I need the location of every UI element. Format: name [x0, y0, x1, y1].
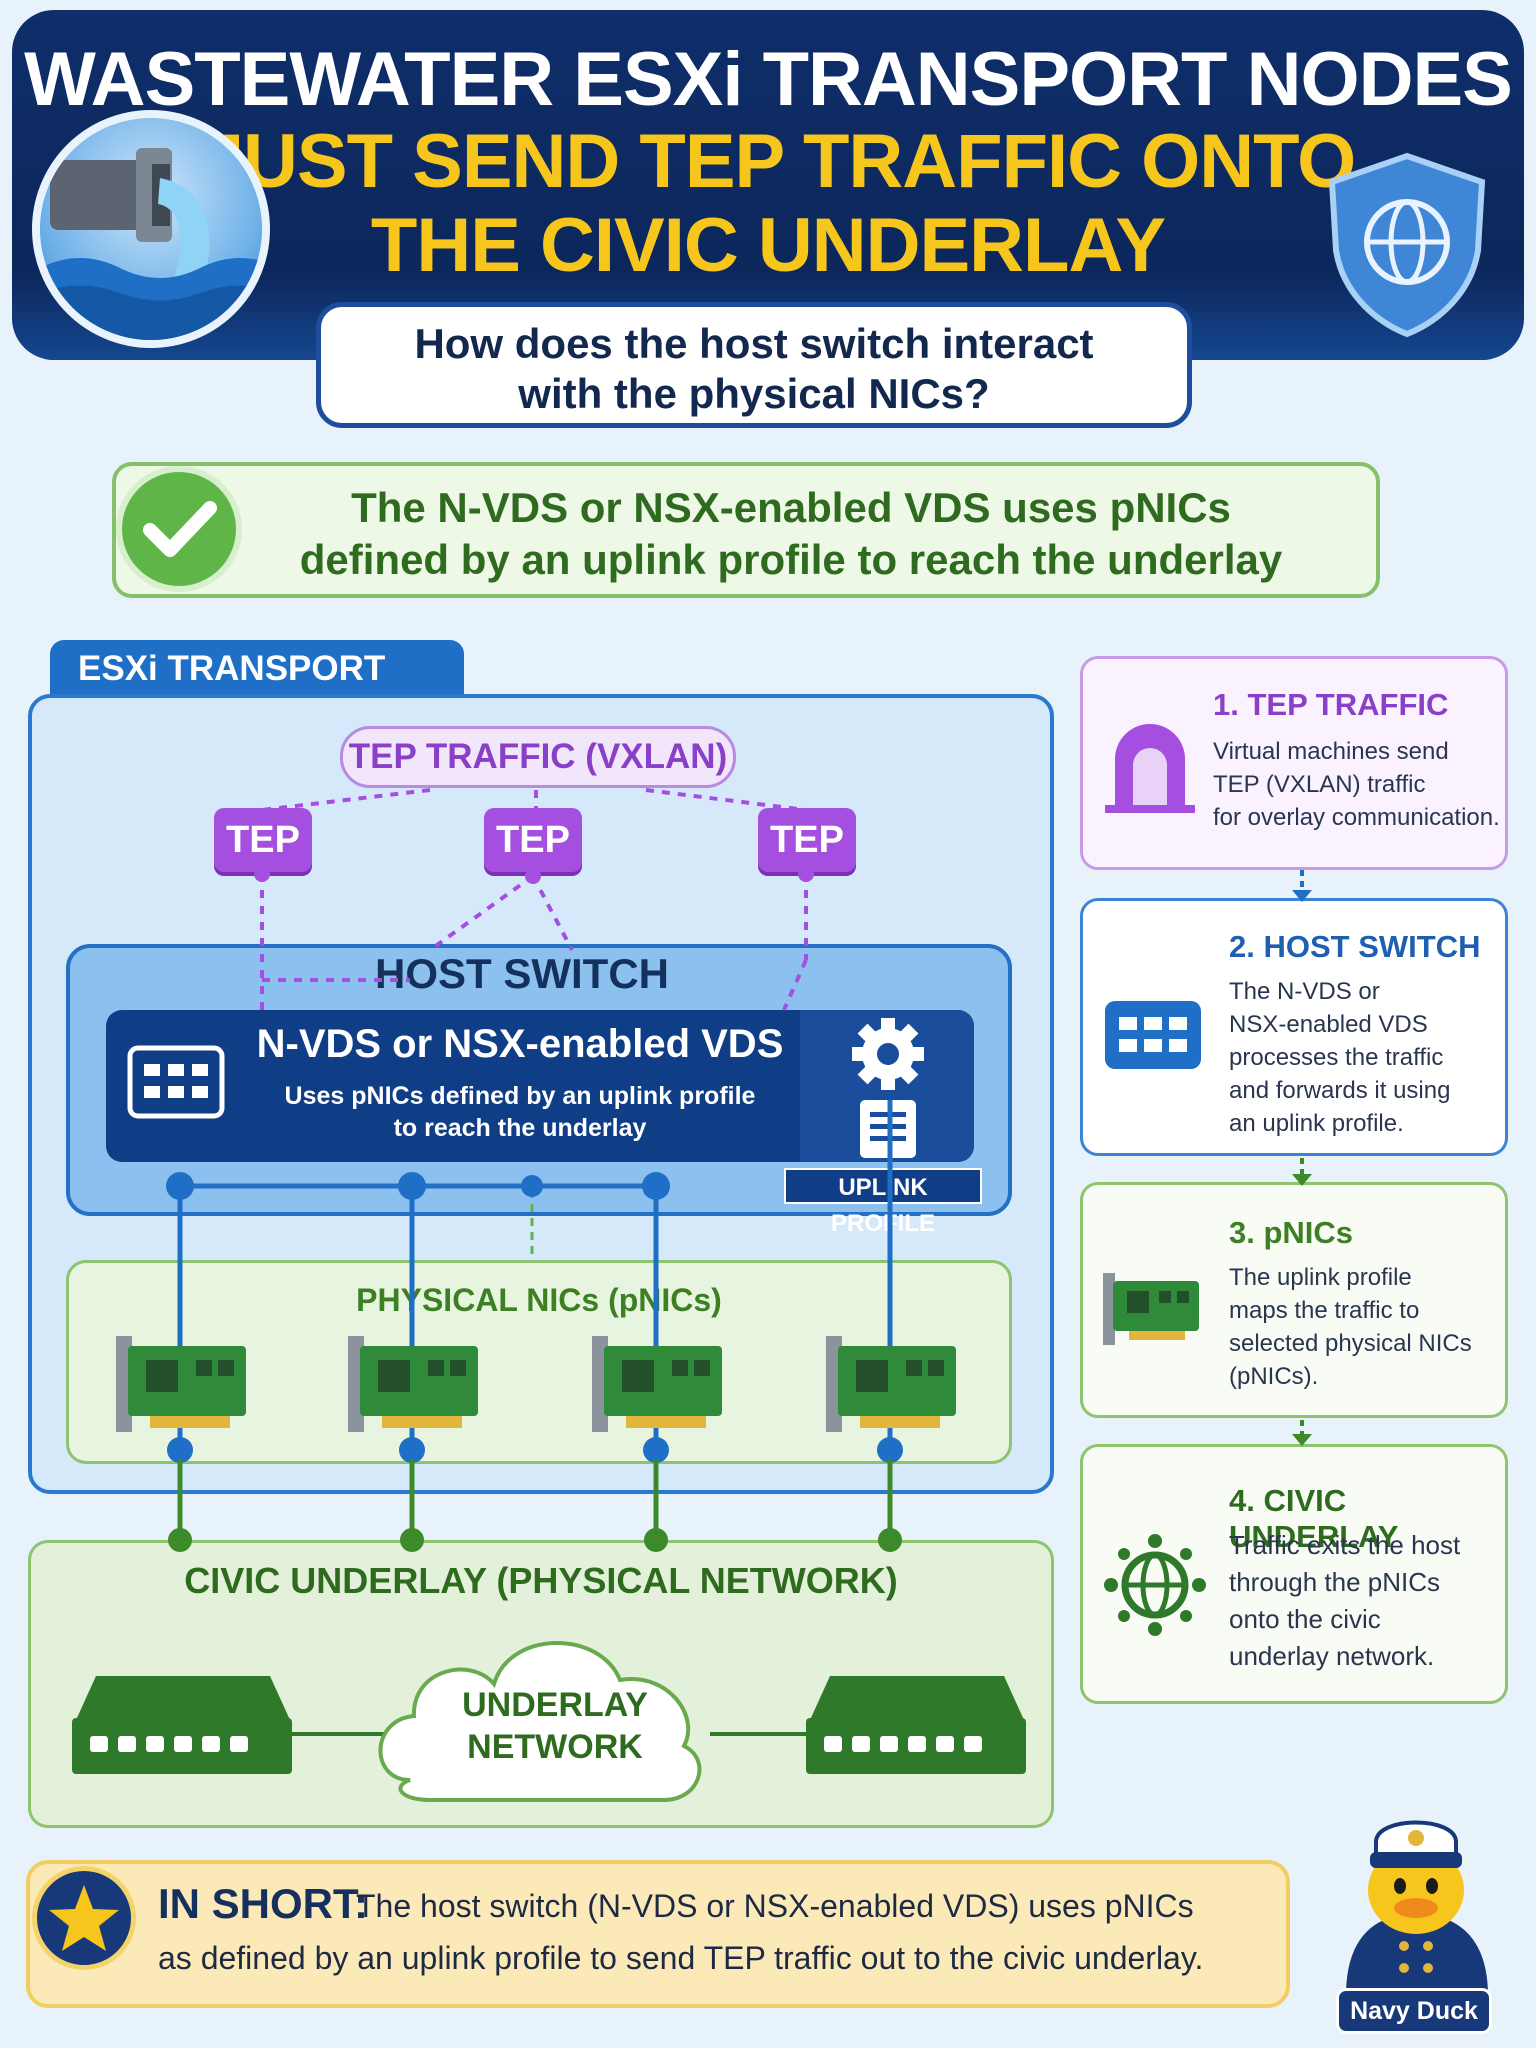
star-icon — [32, 1866, 136, 1970]
nic-card-icon — [116, 1336, 246, 1432]
step-2-title: 2. HOST SWITCH — [1229, 929, 1481, 964]
step-2-card: 2. HOST SWITCH The N-VDS or NSX-enabled … — [1080, 898, 1508, 1156]
question-line-2: with the physical NICs? — [518, 370, 990, 417]
check-icon — [116, 466, 242, 592]
step-1-line-2: TEP (VXLAN) traffic — [1213, 771, 1426, 798]
tep-2: TEP — [484, 808, 582, 872]
nvds-subtitle: Uses pNICs defined by an uplink profile … — [200, 1080, 840, 1144]
step-3-card: 3. pNICs The uplink profile maps the tra… — [1080, 1182, 1508, 1418]
step-1-text: Virtual machines send TEP (VXLAN) traffi… — [1213, 735, 1500, 834]
answer-box: The N-VDS or NSX-enabled VDS uses pNICs … — [112, 462, 1380, 598]
summary-line-1: The host switch (N-VDS or NSX-enabled VD… — [356, 1888, 1194, 1924]
summary-lead: IN SHORT: — [158, 1880, 368, 1927]
network-globe-icon — [1104, 1534, 1206, 1636]
switch-icon — [126, 1044, 226, 1120]
step-3-title: 3. pNICs — [1229, 1215, 1354, 1250]
step-3-line-3: selected physical NICs — [1229, 1330, 1472, 1357]
nvds-title: N-VDS or NSX-enabled VDS — [256, 1022, 784, 1066]
step-1-line-1: Virtual machines send — [1213, 738, 1449, 765]
tep-traffic-label: TEP TRAFFIC (VXLAN) — [340, 726, 736, 788]
physical-switch-icon — [806, 1676, 1026, 1774]
step-4-line-2: through the pNICs — [1229, 1567, 1441, 1597]
pnic-label: PHYSICAL NICs (pNICs) — [356, 1282, 722, 1318]
title-line-1: WASTEWATER ESXi TRANSPORT NODES — [24, 37, 1513, 122]
step-4-line-1: Traffic exits the host — [1229, 1530, 1461, 1560]
step-arrows — [1292, 870, 1312, 1446]
switch-icon — [1105, 1001, 1201, 1069]
step-3-line-4: (pNICs). — [1229, 1363, 1319, 1390]
answer-line-1: The N-VDS or NSX-enabled VDS uses pNICs — [351, 484, 1231, 531]
mascot-badge: Navy Duck — [1336, 1988, 1492, 2034]
step-3-line-1: The uplink profile — [1229, 1264, 1412, 1291]
tep-3: TEP — [758, 808, 856, 872]
globe-shield-icon — [1322, 150, 1492, 340]
step-3-text: The uplink profile maps the traffic to s… — [1229, 1261, 1472, 1393]
step-2-line-2: NSX-enabled VDS — [1229, 1011, 1428, 1038]
navy-duck-icon — [1346, 1820, 1488, 1996]
nvds-subtitle-line-1: Uses pNICs defined by an uplink profile — [284, 1082, 756, 1110]
step-4-card: 4. CIVIC UNDERLAY Traffic exits the host… — [1080, 1444, 1508, 1704]
summary-line-2: as defined by an uplink profile to send … — [158, 1940, 1204, 1976]
underlay-label: CIVIC UNDERLAY (PHYSICAL NETWORK) — [184, 1560, 898, 1601]
uplink-profile-label: UPLINK PROFILE — [784, 1168, 982, 1237]
cloud-label: UNDERLAY NETWORK — [440, 1684, 670, 1768]
summary-box — [26, 1860, 1290, 2008]
step-3-line-2: maps the traffic to — [1229, 1297, 1420, 1324]
pipe-water-icon — [32, 110, 270, 348]
step-2-line-3: processes the traffic — [1229, 1044, 1444, 1071]
step-1-card: 1. TEP TRAFFIC Virtual machines send TEP… — [1080, 656, 1508, 870]
cloud-icon — [378, 1641, 702, 1802]
step-4-line-4: underlay network. — [1229, 1641, 1435, 1671]
physical-switch-icon — [72, 1676, 292, 1774]
step-2-text: The N-VDS or NSX-enabled VDS processes t… — [1229, 975, 1450, 1140]
tep-1: TEP — [214, 808, 312, 872]
nic-card-icon — [348, 1336, 478, 1432]
answer-line-2: defined by an uplink profile to reach th… — [299, 536, 1283, 583]
step-4-title: 4. CIVIC UNDERLAY — [1229, 1483, 1399, 1554]
title-line-2: MUST SEND TEP TRAFFIC ONTO — [180, 119, 1357, 204]
step-1-line-3: for overlay communication. — [1213, 804, 1500, 831]
nic-card-icon — [826, 1336, 956, 1432]
step-2-line-1: The N-VDS or — [1229, 978, 1380, 1005]
cloud-label-line-2: NETWORK — [467, 1728, 643, 1766]
step-4-text: Traffic exits the host through the pNICs… — [1229, 1527, 1460, 1675]
host-switch-label: HOST SWITCH — [375, 950, 669, 997]
gear-icon — [852, 1018, 924, 1090]
step-4-line-3: onto the civic — [1229, 1604, 1381, 1634]
question-box: How does the host switch interact with t… — [316, 302, 1192, 428]
nvds-subtitle-line-2: to reach the underlay — [393, 1114, 647, 1142]
title-line-3: THE CIVIC UNDERLAY — [370, 203, 1166, 288]
step-2-line-5: an uplink profile. — [1229, 1110, 1404, 1137]
step-1-title: 1. TEP TRAFFIC — [1213, 687, 1449, 722]
nic-card-icon — [592, 1336, 722, 1432]
nic-card-icon — [1103, 1273, 1199, 1345]
tunnel-icon — [1105, 724, 1195, 813]
step-2-line-4: and forwards it using — [1229, 1077, 1451, 1104]
question-line-1: How does the host switch interact — [414, 320, 1094, 367]
cloud-label-line-1: UNDERLAY — [462, 1686, 648, 1724]
